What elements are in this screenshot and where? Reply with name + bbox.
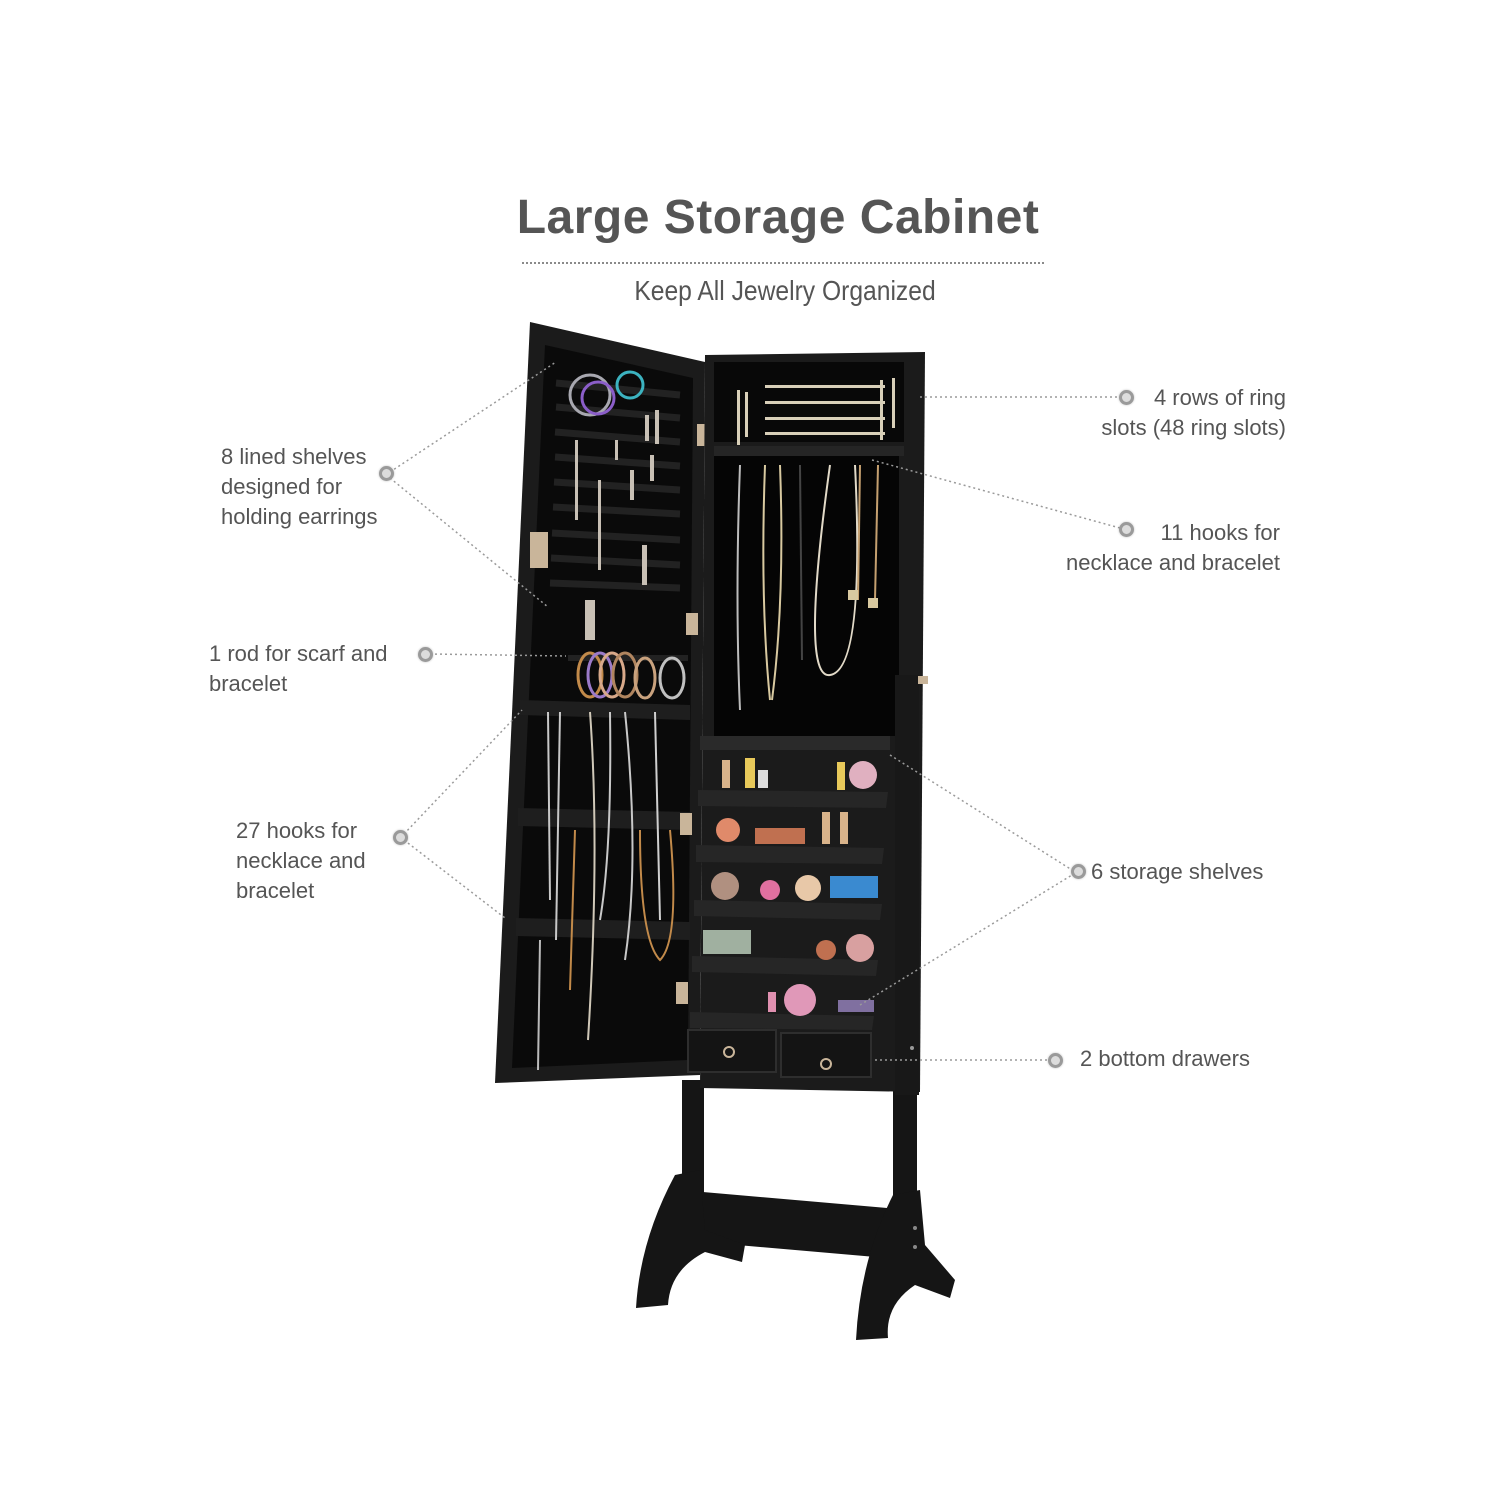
callout-storage-shelves: 6 storage shelves xyxy=(1091,857,1263,887)
callout-door-hooks: 27 hooks for necklace and bracelet xyxy=(236,816,366,906)
page-title: Large Storage Cabinet xyxy=(516,191,1040,244)
page-subtitle: Keep All Jewelry Organized xyxy=(634,275,936,306)
callout-ring-slots: 4 rows of ring slots (48 ring slots) xyxy=(1070,383,1286,443)
cabinet-body xyxy=(687,352,928,1095)
callout-text: 1 rod for scarf and xyxy=(209,641,388,666)
callout-text: bracelet xyxy=(209,671,288,696)
callout-marker-icon xyxy=(1048,1053,1063,1068)
open-door xyxy=(495,322,709,1083)
callout-marker-icon xyxy=(1119,522,1134,537)
stand xyxy=(636,1080,955,1340)
callout-text: 4 rows of ring xyxy=(1153,385,1286,410)
callout-text: 2 bottom drawers xyxy=(1080,1046,1250,1071)
drawer-handle-icon xyxy=(820,1058,832,1070)
callout-marker-icon xyxy=(379,466,394,481)
callout-scarf-rod: 1 rod for scarf and bracelet xyxy=(209,639,388,699)
callout-marker-icon xyxy=(1119,390,1134,405)
callout-text: 27 hooks for xyxy=(236,818,358,843)
callout-text: slots (48 ring slots) xyxy=(1101,415,1286,440)
callout-marker-icon xyxy=(1071,864,1086,879)
callout-text: designed for xyxy=(221,474,343,499)
callout-bottom-drawers: 2 bottom drawers xyxy=(1080,1044,1250,1074)
callout-cabinet-hooks: 11 hooks for necklace and bracelet xyxy=(1030,518,1280,578)
title-divider xyxy=(522,262,1044,264)
callout-text: necklace and bracelet xyxy=(1065,550,1280,575)
callout-text: necklace and xyxy=(236,848,366,873)
callout-text: 11 hooks for xyxy=(1160,520,1280,545)
callout-earring-shelves: 8 lined shelves designed for holding ear… xyxy=(221,442,378,532)
callout-marker-icon xyxy=(418,647,433,662)
leader-lines xyxy=(389,361,1121,1061)
callout-text: holding earrings xyxy=(221,504,378,529)
callout-marker-icon xyxy=(393,830,408,845)
drawer-handle-icon xyxy=(723,1046,735,1058)
callout-text: 8 lined shelves xyxy=(221,444,367,469)
callout-text: bracelet xyxy=(236,878,315,903)
callout-text: 6 storage shelves xyxy=(1091,859,1264,884)
